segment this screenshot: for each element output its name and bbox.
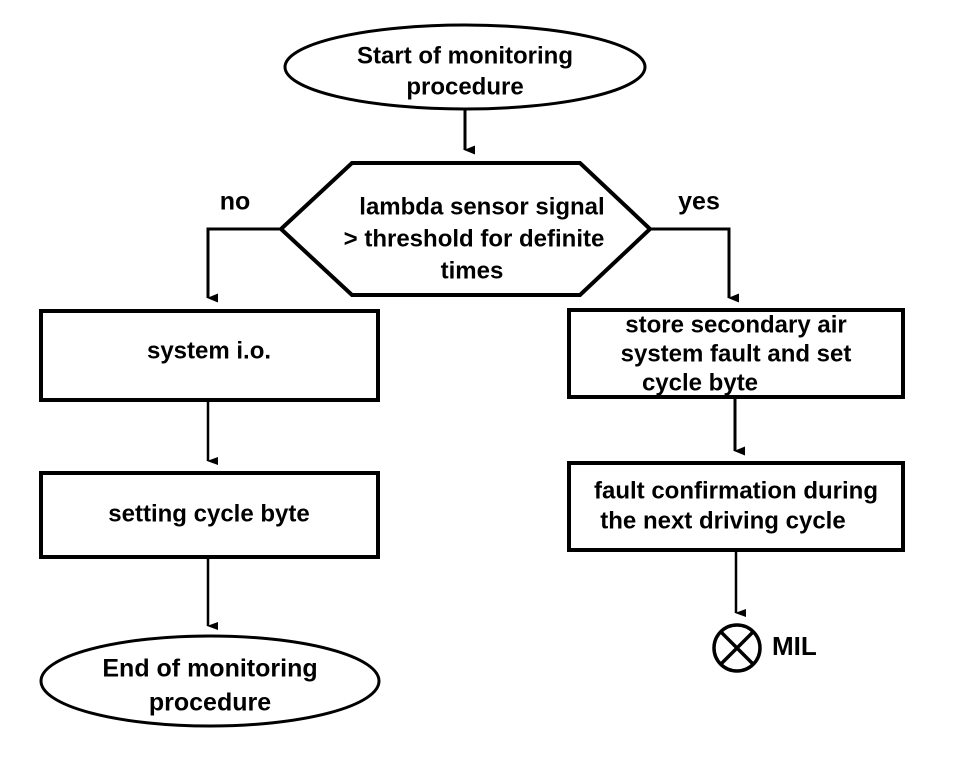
end-label-line2: procedure [149,689,271,717]
store-fault-label-line1: store secondary air [625,311,846,338]
branch-label-yes: yes [678,188,720,216]
end-ellipse-shape [39,634,381,728]
start-label-line1: Start of monitoring [357,42,573,69]
setting-cycle-byte-label: setting cycle byte [108,500,309,527]
node-end[interactable]: End of monitoring procedure [39,634,381,728]
edge-decision-no-to-system-ok [206,227,281,303]
mil-cross-stroke-2 [719,630,755,666]
node-start[interactable]: Start of monitoring procedure [283,23,647,111]
decision-label-line3: times [441,257,504,284]
system-ok-label: system i.o. [147,337,271,364]
node-system-ok[interactable]: system i.o. [39,309,380,402]
fault-confirmation-box-shape [567,461,905,552]
store-fault-label-line2: system fault and set [621,340,852,367]
fault-confirmation-label-line1: fault confirmation during [594,477,878,504]
node-setting-cycle-byte[interactable]: setting cycle byte [39,471,380,559]
edge-decision-yes-to-store-fault [650,227,739,303]
decision-hexagon-shape [278,161,653,297]
mil-label: MIL [772,631,817,661]
start-ellipse-shape [283,23,647,111]
store-fault-box-shape [567,308,905,399]
decision-label-line1: lambda sensor signal [359,193,604,220]
end-label-line1: End of monitoring [102,655,317,683]
node-mil[interactable]: MIL [712,623,817,673]
setting-cycle-byte-box-shape [39,471,380,559]
start-label-line2: procedure [406,73,523,100]
node-store-fault[interactable]: store secondary air system fault and set… [567,308,905,399]
node-fault-confirmation[interactable]: fault confirmation during the next drivi… [567,461,905,552]
system-ok-box-shape [39,309,380,402]
store-fault-label-line3: cycle byte [642,369,758,396]
node-decision[interactable]: lambda sensor signal > threshold for def… [278,161,653,297]
fault-confirmation-label-line2: the next driving cycle [600,507,845,534]
branch-label-no: no [220,188,251,216]
decision-label-line2: > threshold for definite [344,225,605,252]
